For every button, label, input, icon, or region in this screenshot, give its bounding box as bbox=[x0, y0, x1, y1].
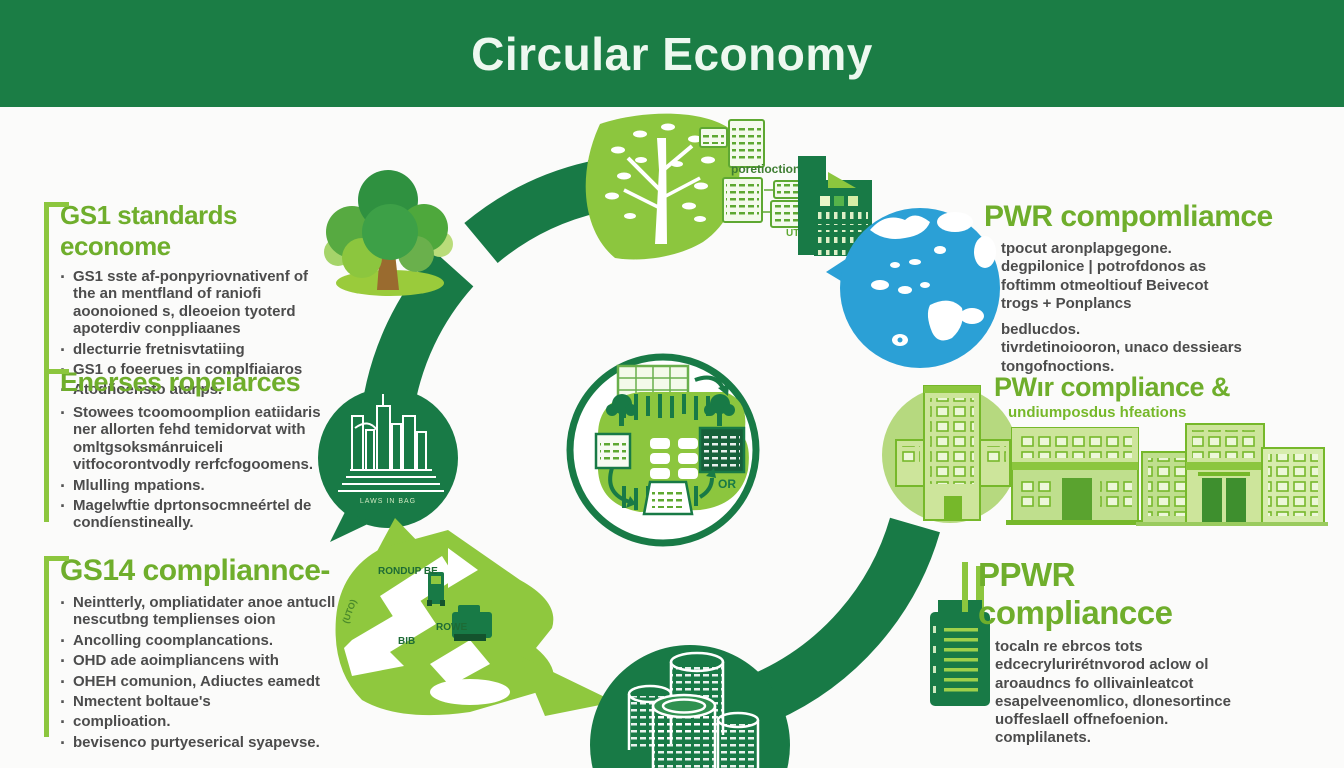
bullet-item: Mlulling mpations. bbox=[60, 476, 328, 497]
bullet-item: dlecturrie fretnisvtatiing bbox=[60, 340, 324, 361]
text-line: foftimm otmeoltiouf Beivecot bbox=[1001, 276, 1209, 294]
globe-speech-bubble-icon bbox=[826, 208, 1000, 368]
gs14-compliance-block: GS14 compliannce- Neintterly, ompliatida… bbox=[44, 554, 346, 754]
bullet-item: Atodñoensto atanps. bbox=[60, 380, 324, 401]
text-line: aroaudncs fo ollivainleatcot bbox=[995, 674, 1194, 692]
text-line: tpocut aronplapgegone. bbox=[1001, 240, 1172, 257]
bullet-item: OHD ade aoimpliancens with bbox=[60, 651, 346, 672]
bullet-item: Magelwftie dprtonsocmneértel de condíens… bbox=[60, 496, 328, 532]
block-bracket bbox=[44, 369, 69, 522]
text-line: tongofnoctions. bbox=[1001, 357, 1115, 375]
green-buildings-icon bbox=[882, 385, 1144, 525]
bullet-item: Stowees tcoomoomplion eatiidaris ner all… bbox=[60, 403, 328, 474]
pwir-compliance-block: PWır compliance & undiumposdus hfeations bbox=[994, 372, 1294, 421]
block-bracket bbox=[44, 202, 69, 385]
production-tables-icon: poretioction UTI bbox=[699, 119, 804, 239]
pwr-compliance-block: PWR compomliamce tpocut aronplapgegone. … bbox=[984, 200, 1284, 376]
city-bubble-caption: LAWS IN BAG bbox=[360, 498, 416, 505]
block-heading: PWır compliance & bbox=[994, 372, 1231, 402]
block-bullets: Stowees tcoomoomplion eatiidaris ner all… bbox=[60, 403, 328, 532]
recycle-label-2: BIB bbox=[398, 636, 415, 647]
recycle-label-3: ROWE bbox=[436, 622, 467, 633]
block-heading: Enerses ropeiarces bbox=[60, 367, 301, 397]
block-bullets: Neintterly, ompliatidater anoe antucll n… bbox=[60, 593, 346, 754]
text-line: degpilonice | potrofdonos as bbox=[1001, 258, 1207, 276]
city-speech-bubble-icon: LAWS IN BAG bbox=[318, 388, 458, 542]
block-bar bbox=[962, 562, 968, 612]
block-lines: tpocut aronplapgegone. degpilonice | pot… bbox=[984, 240, 1284, 376]
ring-arc-top-left bbox=[464, 161, 601, 264]
or-label: OR bbox=[718, 477, 736, 491]
bullet-item: complioation. bbox=[60, 712, 346, 733]
text-line: complilanets. bbox=[995, 729, 1091, 747]
block-heading: PPWR compliancce bbox=[978, 556, 1173, 631]
bullet-item: bevisenco purtyeserical syapevse. bbox=[60, 733, 346, 754]
bullet-item: Ancolling coomplancations. bbox=[60, 631, 346, 652]
text-line: edcecrylurirétnvorod aclow ol bbox=[995, 656, 1209, 674]
gs1-standards-block: GS1 standards econome GS1 sste af-ponpyr… bbox=[44, 200, 324, 402]
text-line: esapelveenomlico, dlonesortince bbox=[995, 692, 1231, 710]
center-cycle-icon: OR bbox=[566, 353, 760, 547]
ppwr-compliance-block: PPWR compliancce tocaln re ebrcos tots e… bbox=[962, 556, 1278, 748]
block-heading: GS1 standards econome bbox=[60, 200, 238, 261]
block-bracket bbox=[44, 556, 69, 738]
leaf-tree-icon bbox=[585, 113, 740, 260]
buildings-complex-icon bbox=[1136, 423, 1328, 526]
ring-arc-bottom-right bbox=[754, 517, 940, 721]
text-line: bedlucdos. bbox=[1001, 321, 1081, 339]
recycle-label-1: RONDUP BE bbox=[378, 566, 438, 577]
uti-label: UTI bbox=[786, 228, 802, 239]
text-line: tivrdetinoiooron, unaco dessiears bbox=[1001, 339, 1242, 357]
bullet-item: Neintterly, ompliatidater anoe antucll n… bbox=[60, 593, 346, 629]
container-icon bbox=[930, 566, 990, 706]
block-heading: GS14 compliannce- bbox=[60, 554, 330, 587]
enerses-block: Enerses ropeiarces Stowees tcoomoomplion… bbox=[44, 367, 328, 535]
text-line: tocaln re ebrcos tots bbox=[995, 638, 1143, 655]
block-heading: PWR compomliamce bbox=[984, 200, 1273, 233]
block-lines: tocaln re ebrcos tots edcecrylurirétnvor… bbox=[978, 638, 1278, 748]
block-subtitle: undiumposdus hfeations bbox=[1008, 404, 1187, 421]
title-banner: Circular Economy bbox=[0, 0, 1344, 107]
factory-building-icon bbox=[798, 156, 872, 256]
text-line: trogs + Ponplancs bbox=[1001, 294, 1132, 312]
barrels-icon bbox=[590, 645, 790, 768]
bullet-item: GS1 sste af-ponpyriovnativenf of the an … bbox=[60, 267, 324, 338]
text-line: uoffeslaell offnefoenion. bbox=[995, 711, 1169, 729]
bullet-item: Nmectent boltaue's bbox=[60, 692, 346, 713]
block-bullets: GS1 sste af-ponpyriovnativenf of the an … bbox=[60, 267, 324, 402]
page-title: Circular Economy bbox=[471, 27, 873, 80]
recycling-arrows-icon: RONDUP BE BIB ROWE (UTO) bbox=[335, 518, 615, 716]
bullet-item: OHEH comunion, Adiuctes eamedt bbox=[60, 672, 346, 693]
production-label: poretioction bbox=[731, 162, 800, 176]
tree-icon bbox=[324, 170, 453, 296]
